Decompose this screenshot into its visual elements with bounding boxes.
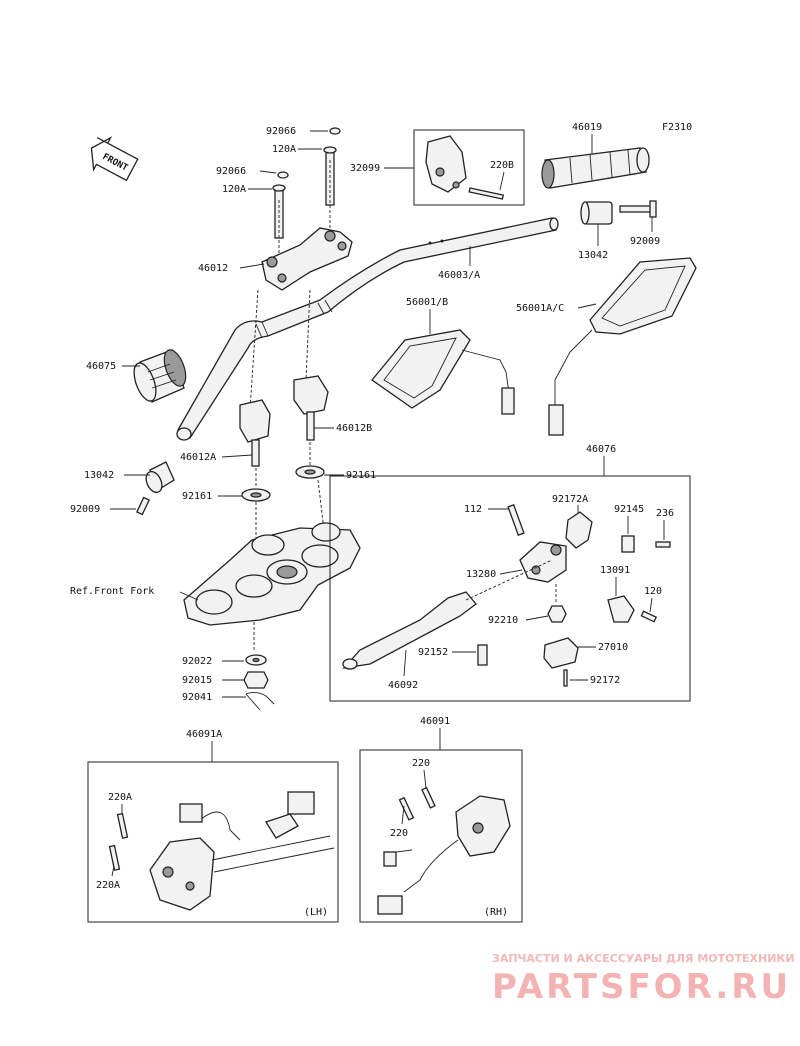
label-92161-right: 92161 <box>346 470 376 481</box>
label-112: 112 <box>464 504 482 515</box>
part-labels: 92066 120A 92066 120A 32099 220B 46019 4… <box>70 122 674 918</box>
ref-front-fork-text: Ref.Front Fork <box>70 586 154 597</box>
label-46012: 46012 <box>198 263 228 274</box>
label-92172: 92172 <box>590 675 620 686</box>
label-92152: 92152 <box>418 647 448 658</box>
label-92009-left: 92009 <box>70 504 100 515</box>
rh-switch <box>377 786 511 915</box>
label-13091: 13091 <box>600 565 630 576</box>
label-92066-top: 92066 <box>266 126 296 137</box>
handlebar-assembly <box>176 127 559 540</box>
right-bar-end-weight <box>580 200 657 225</box>
left-grip <box>133 349 187 403</box>
label-92210: 92210 <box>488 615 518 626</box>
throttle-housing-box <box>413 129 525 206</box>
label-92041: 92041 <box>182 692 212 703</box>
label-120a-mid: 120A <box>222 184 246 195</box>
label-56001a-c: 56001A/C <box>516 303 564 314</box>
lh-switch <box>108 791 335 911</box>
label-220a-bottom: 220A <box>96 880 120 891</box>
label-13042-left: 13042 <box>84 470 114 481</box>
left-bar-end-weight <box>136 461 175 516</box>
label-46091: 46091 <box>420 716 450 727</box>
label-27010: 27010 <box>598 642 628 653</box>
right-grip <box>541 147 650 189</box>
label-120a-top: 120A <box>272 144 296 155</box>
label-32099: 32099 <box>350 163 380 174</box>
watermark-small-text: ЗАПЧАСТИ И АКСЕССУАРЫ ДЛЯ МОТОТЕХНИКИ <box>492 952 795 965</box>
label-46012a: 46012A <box>180 452 216 463</box>
label-46019: 46019 <box>572 122 602 133</box>
label-236: 236 <box>656 508 674 519</box>
label-120: 120 <box>644 586 662 597</box>
mirror-left <box>371 329 515 415</box>
watermark-big-text: PARTSFOR.RU <box>492 967 791 1007</box>
label-rh: (RH) <box>484 907 508 918</box>
label-92161-left: 92161 <box>182 491 212 502</box>
label-220-bottom: 220 <box>390 828 408 839</box>
label-92066-mid: 92066 <box>216 166 246 177</box>
lever-assembly-box <box>329 475 691 702</box>
label-13280: 13280 <box>466 569 496 580</box>
label-220b: 220B <box>490 160 514 171</box>
mirror-right <box>548 257 697 436</box>
label-92145: 92145 <box>614 504 644 515</box>
figure-code: F2310 <box>662 122 692 133</box>
lh-switch-box <box>87 761 339 923</box>
label-46075: 46075 <box>86 361 116 372</box>
label-46003-a: 46003/A <box>438 270 480 281</box>
label-92009-right: 92009 <box>630 236 660 247</box>
label-220-top: 220 <box>412 758 430 769</box>
label-46012b: 46012B <box>336 423 372 434</box>
label-46092: 46092 <box>388 680 418 691</box>
triple-clamp <box>183 522 361 711</box>
label-92022: 92022 <box>182 656 212 667</box>
throttle-housing <box>425 135 505 200</box>
label-220a-top: 220A <box>108 792 132 803</box>
rh-switch-box <box>359 749 523 923</box>
label-13042-right: 13042 <box>578 250 608 261</box>
front-arrow-icon: FRONT <box>90 136 139 182</box>
label-lh: (LH) <box>304 907 328 918</box>
label-56001-b: 56001/B <box>406 297 448 308</box>
label-46091a: 46091A <box>186 729 222 740</box>
label-92015: 92015 <box>182 675 212 686</box>
label-92172a: 92172A <box>552 494 588 505</box>
lever-assembly <box>342 504 671 687</box>
label-46076: 46076 <box>586 444 616 455</box>
watermark: ЗАПЧАСТИ И АКСЕССУАРЫ ДЛЯ МОТОТЕХНИКИ PA… <box>492 952 795 1007</box>
